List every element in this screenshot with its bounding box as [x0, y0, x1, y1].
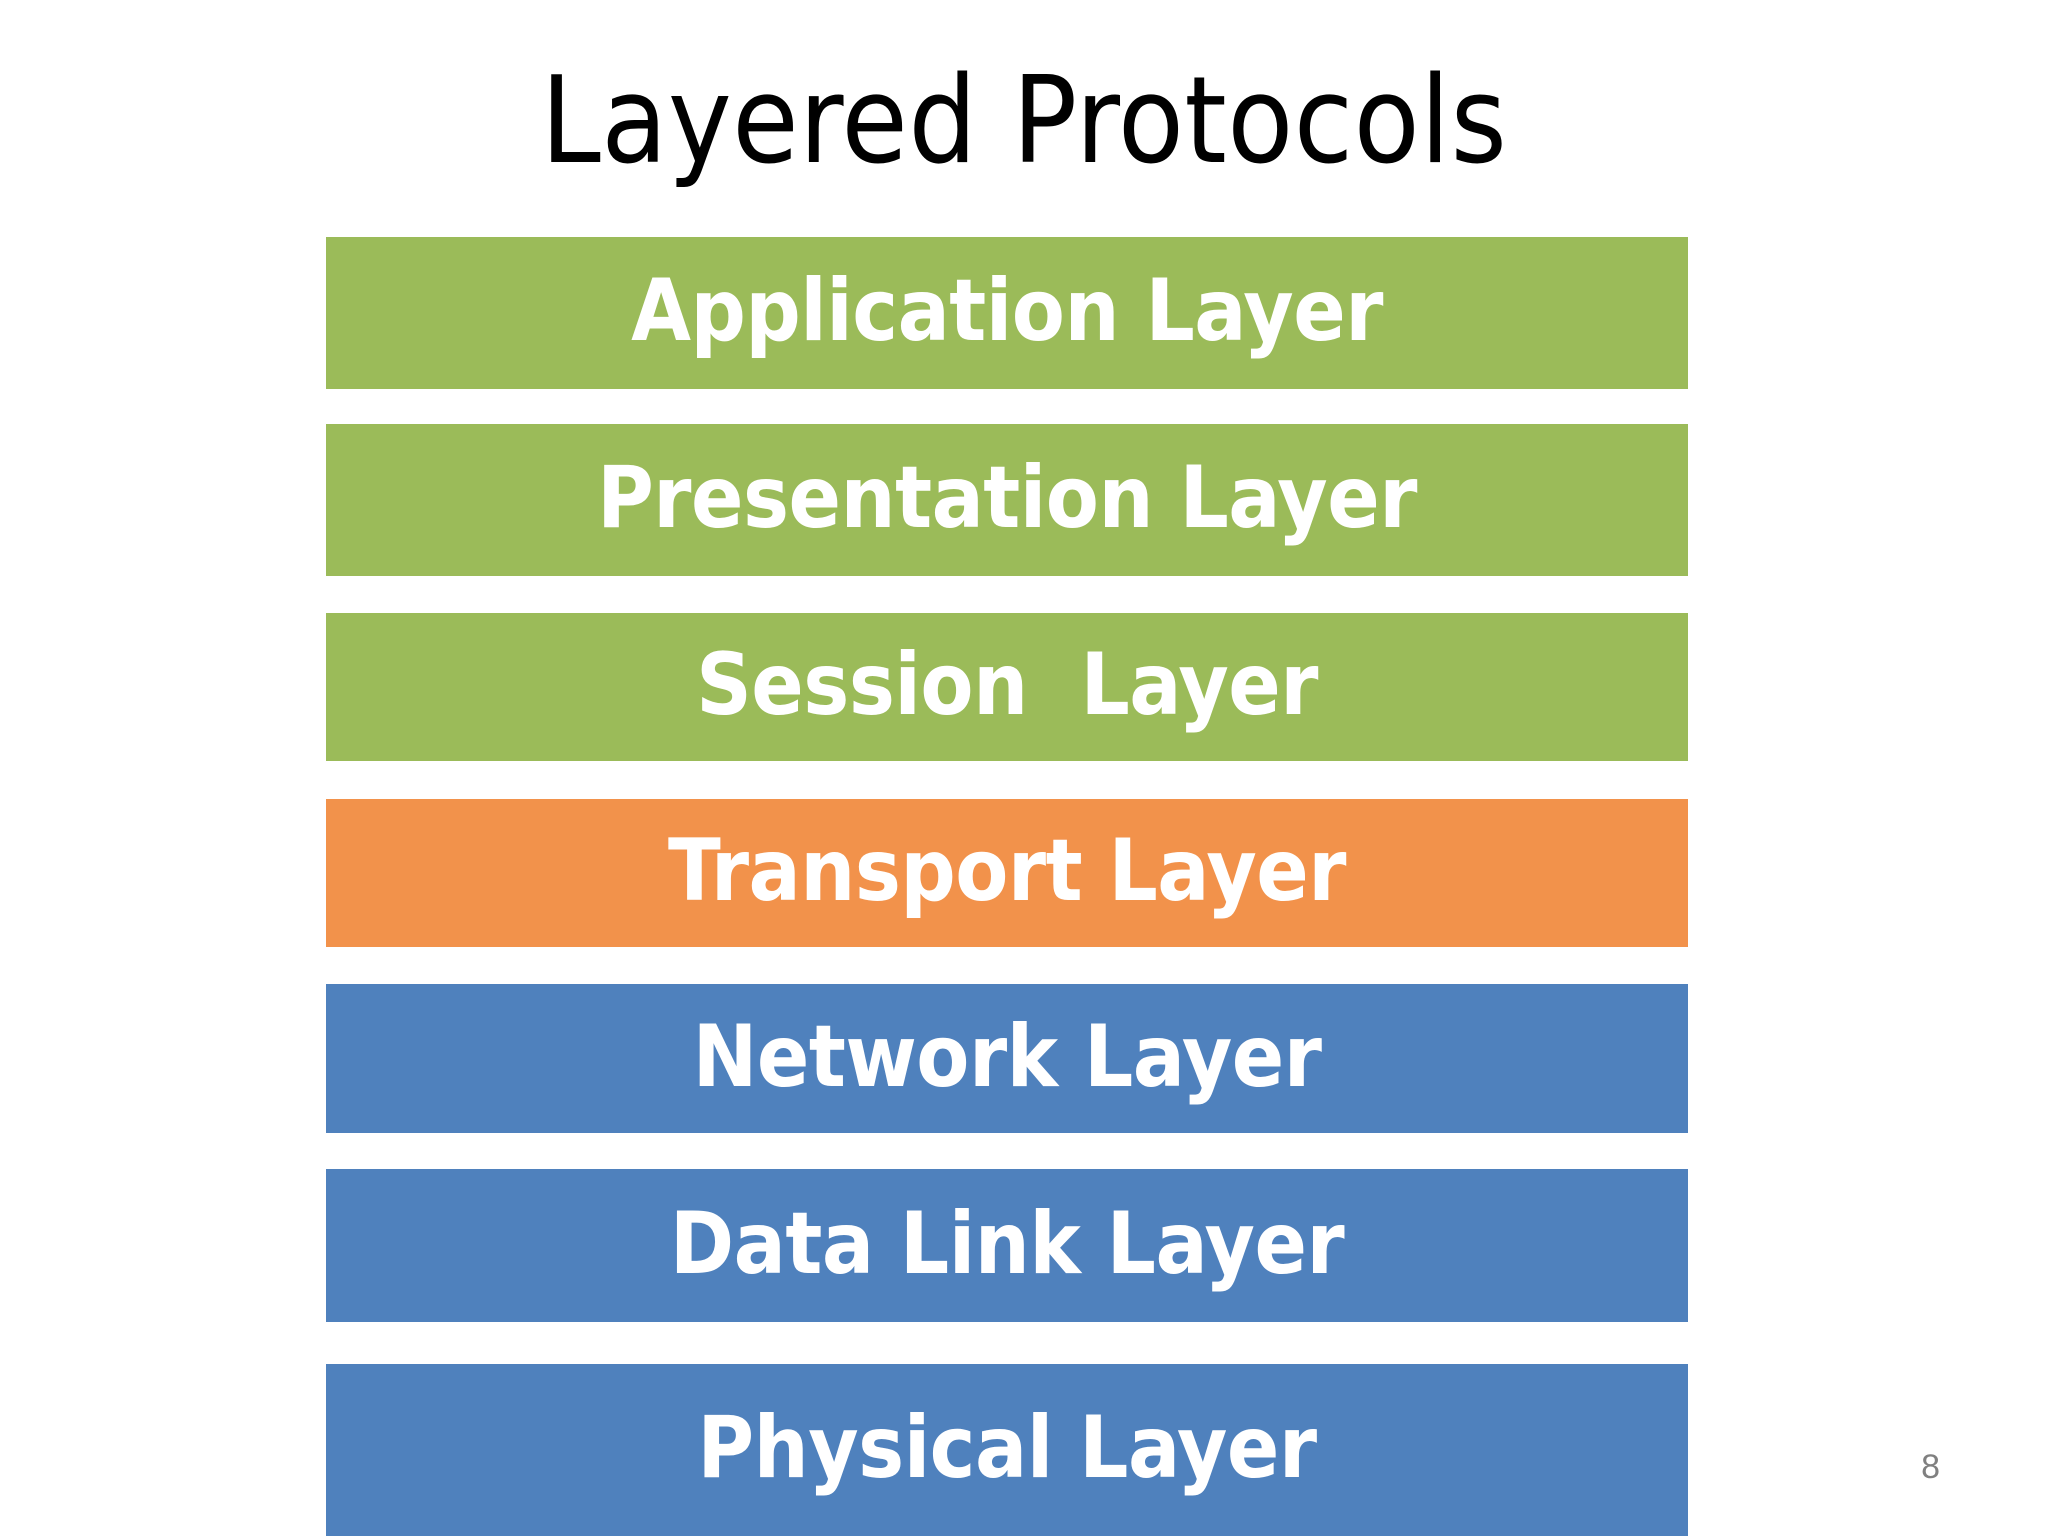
layer-bar-label: Application Layer — [631, 261, 1383, 361]
layer-bar-label: Presentation Layer — [597, 448, 1417, 548]
layer-bar[interactable]: Network Layer — [326, 984, 1688, 1133]
layer-bar[interactable]: Presentation Layer — [326, 424, 1688, 576]
layer-bar-label: Network Layer — [692, 1006, 1322, 1107]
layer-bar[interactable]: Physical Layer — [326, 1364, 1688, 1536]
layer-bar[interactable]: Application Layer — [326, 237, 1688, 389]
page-number: 8 — [1921, 1448, 1940, 1486]
layer-bar-label: Transport Layer — [668, 821, 1346, 921]
layer-bar[interactable]: Session Layer — [326, 613, 1688, 761]
layer-bar-label: Data Link Layer — [669, 1193, 1345, 1294]
layer-bar-label: Session Layer — [696, 635, 1318, 735]
page-title: Layered Protocols — [540, 52, 1508, 191]
layer-bar[interactable]: Data Link Layer — [326, 1169, 1688, 1322]
layer-bar[interactable]: Transport Layer — [326, 799, 1688, 947]
layer-bar-label: Physical Layer — [697, 1398, 1317, 1498]
